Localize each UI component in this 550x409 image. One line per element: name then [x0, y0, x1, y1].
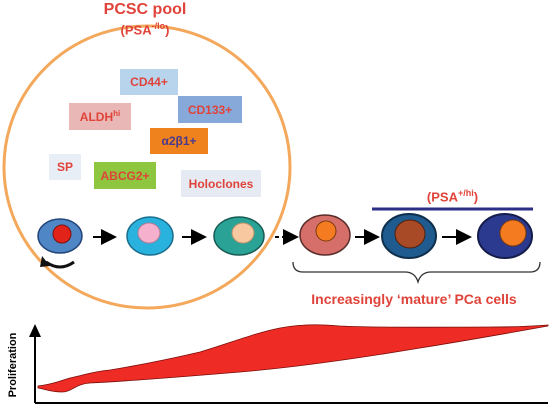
psa-lo-suffix: ) [165, 22, 170, 38]
psa-hi-prefix: (PSA [426, 189, 458, 205]
psa-hi-suffix: ) [473, 189, 479, 205]
pcsc-pool-title: PCSC pool [103, 1, 187, 18]
mature-brace [292, 261, 541, 285]
marker-aldh-label: ALDH [79, 109, 114, 124]
cell-mature-3 [477, 213, 533, 259]
marker-cd44: CD44+ [120, 69, 178, 95]
cell-stem [37, 218, 83, 254]
marker-holoclones-label: Holoclones [188, 176, 254, 191]
cell-mature-2 [381, 213, 437, 259]
self-renewal-arrow-icon [40, 256, 75, 269]
marker-aldh-sup: hi [113, 109, 121, 118]
psa-hi-label: (PSA+/hi) [372, 188, 533, 204]
marker-holoclones: Holoclones [181, 170, 261, 197]
marker-cd133-label: CD133+ [187, 102, 233, 117]
psa-lo-prefix: (PSA [120, 22, 152, 38]
proliferation-curve [37, 324, 549, 393]
mature-cells-label: Increasingly ‘mature’ PCa cells [311, 291, 517, 307]
proliferation-axis-label: Proliferation [7, 332, 19, 398]
cell-progenitor-2 [213, 216, 265, 256]
psa-lo-sup: -/lo [151, 21, 166, 31]
pcsc-pool-circle [2, 24, 292, 310]
cell-mature-1 [299, 214, 351, 256]
marker-sp-label: SP [56, 160, 73, 174]
pcsc-pool-subtitle: (PSA-/lo) [0, 21, 290, 37]
cell-progenitor-1 [126, 216, 174, 256]
marker-sp: SP [49, 154, 81, 180]
psa-hi-sup: +/hi [457, 188, 474, 198]
marker-abcg2: ABCG2+ [94, 162, 156, 189]
proliferation-axes [29, 324, 548, 404]
marker-a2b1-label: α2β1+ [161, 134, 197, 148]
marker-a2b1: α2β1+ [150, 128, 208, 154]
marker-cd133: CD133+ [178, 96, 242, 123]
marker-cd44-label: CD44+ [130, 75, 168, 89]
marker-abcg2-label: ABCG2+ [100, 168, 150, 183]
